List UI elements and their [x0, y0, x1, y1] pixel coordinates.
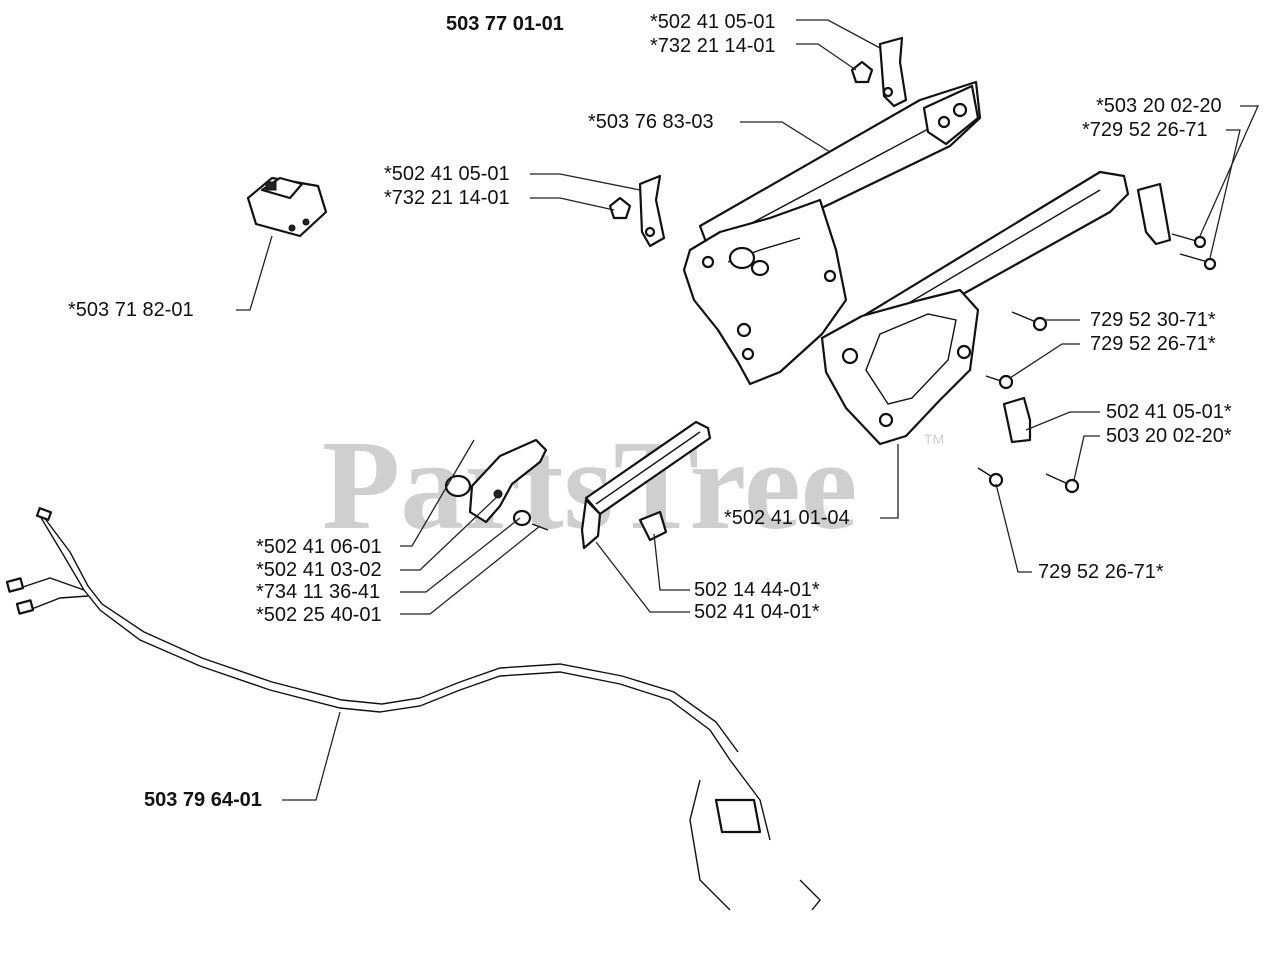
assembly-number: 503 77 01-01: [446, 13, 564, 35]
wiring-harness-part: [5, 507, 821, 911]
label-e1: *503 71 82-01: [68, 299, 194, 321]
front-guard-part: [820, 170, 1130, 446]
label-h1: *502 41 01-04: [724, 507, 850, 529]
label-j3: *734 11 36-41: [256, 581, 380, 603]
label-k2: 502 41 04-01*: [694, 601, 820, 623]
label-g2: 503 20 02-20*: [1106, 425, 1232, 447]
handle-bar-part: [682, 80, 982, 386]
label-g1: 502 41 05-01*: [1106, 401, 1232, 423]
top-clip-part: [850, 36, 908, 108]
label-d1: *502 41 05-01: [384, 163, 510, 185]
right-clip-part: [1136, 182, 1217, 271]
trigger-lever-part: [444, 438, 549, 531]
label-c2: *729 52 26-71: [1082, 119, 1208, 141]
watermark-trademark: TM: [924, 431, 944, 447]
label-f2: 729 52 26-71*: [1090, 333, 1216, 355]
leader-lines: [236, 19, 1260, 801]
label-i1: 729 52 26-71*: [1038, 561, 1164, 583]
lower-screws-part: [977, 311, 1080, 494]
label-j1: *502 41 06-01: [256, 536, 382, 558]
label-a2: *732 21 14-01: [650, 35, 776, 57]
label-d2: *732 21 14-01: [384, 187, 510, 209]
switch-part: [246, 176, 328, 238]
label-a1: *502 41 05-01: [650, 11, 776, 33]
label-l1: 503 79 64-01: [144, 789, 262, 811]
label-b1: *503 76 83-03: [588, 111, 714, 133]
label-j4: *502 25 40-01: [256, 604, 382, 626]
label-c1: *503 20 02-20: [1096, 95, 1222, 117]
label-k1: 502 14 44-01*: [694, 579, 820, 601]
left-clip-part: [608, 174, 666, 248]
link-rod-part: [580, 420, 712, 550]
label-j2: *502 41 03-02: [256, 559, 382, 581]
label-f1: 729 52 30-71*: [1090, 309, 1216, 331]
